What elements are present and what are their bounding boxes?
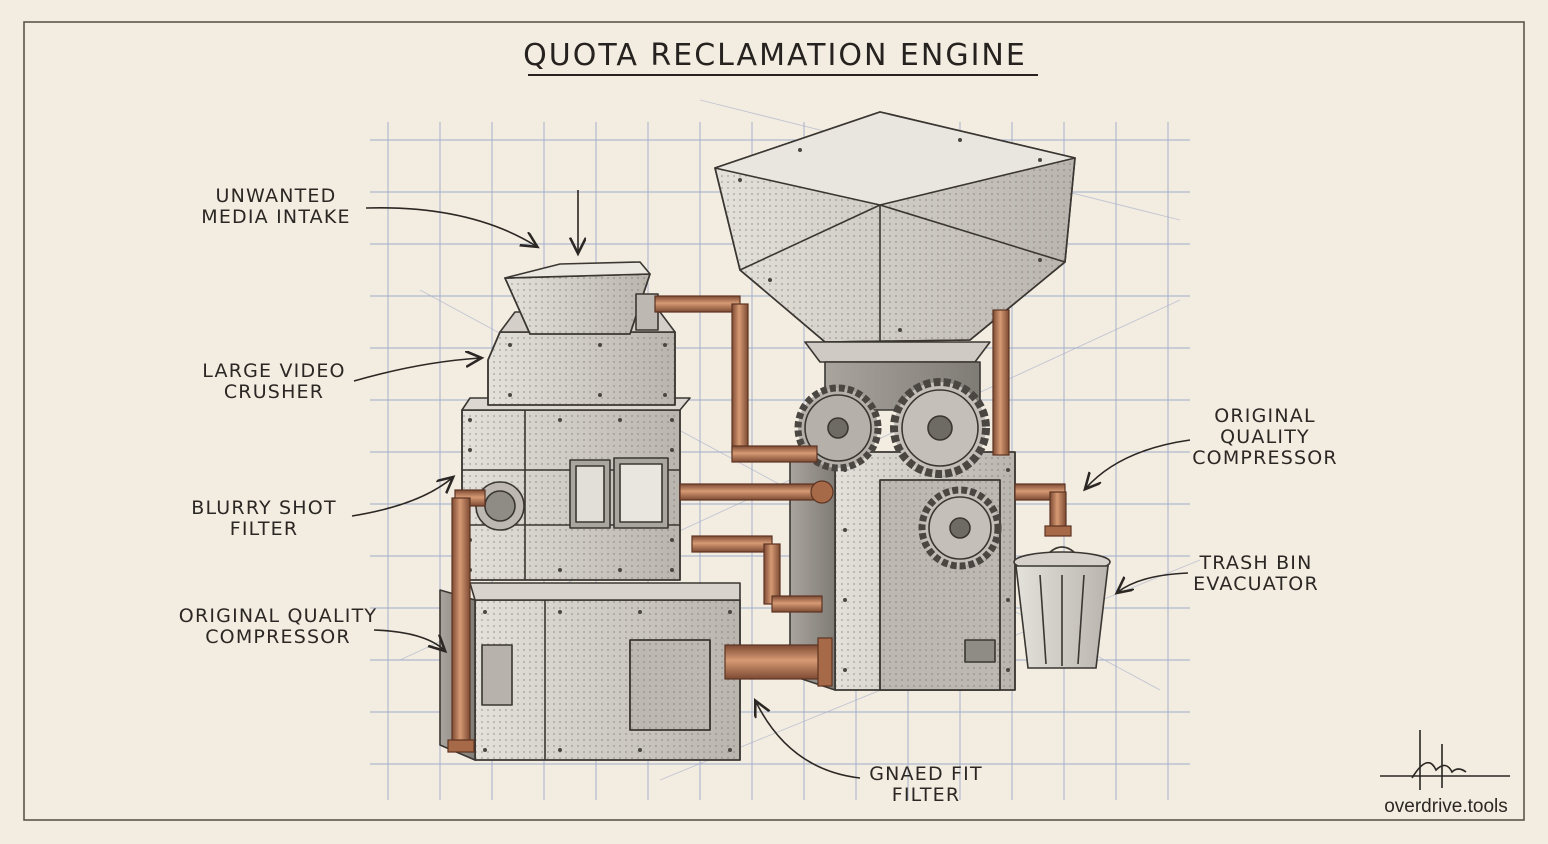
gear-top-left (794, 384, 882, 472)
signature-mark-icon (1380, 730, 1510, 790)
right-machine (714, 111, 1076, 691)
copper-pipes (447, 295, 1072, 753)
left-machine (439, 261, 741, 761)
gear-top-right (890, 378, 990, 478)
paper-frame (23, 21, 1525, 821)
brand-watermark: overdrive.tools (1384, 796, 1508, 817)
callout-arrows (351, 190, 1191, 779)
page-title: QUOTA RECLAMATION ENGINE (523, 38, 1027, 73)
trash-bin (1013, 546, 1111, 669)
gear-lower (918, 486, 1002, 570)
